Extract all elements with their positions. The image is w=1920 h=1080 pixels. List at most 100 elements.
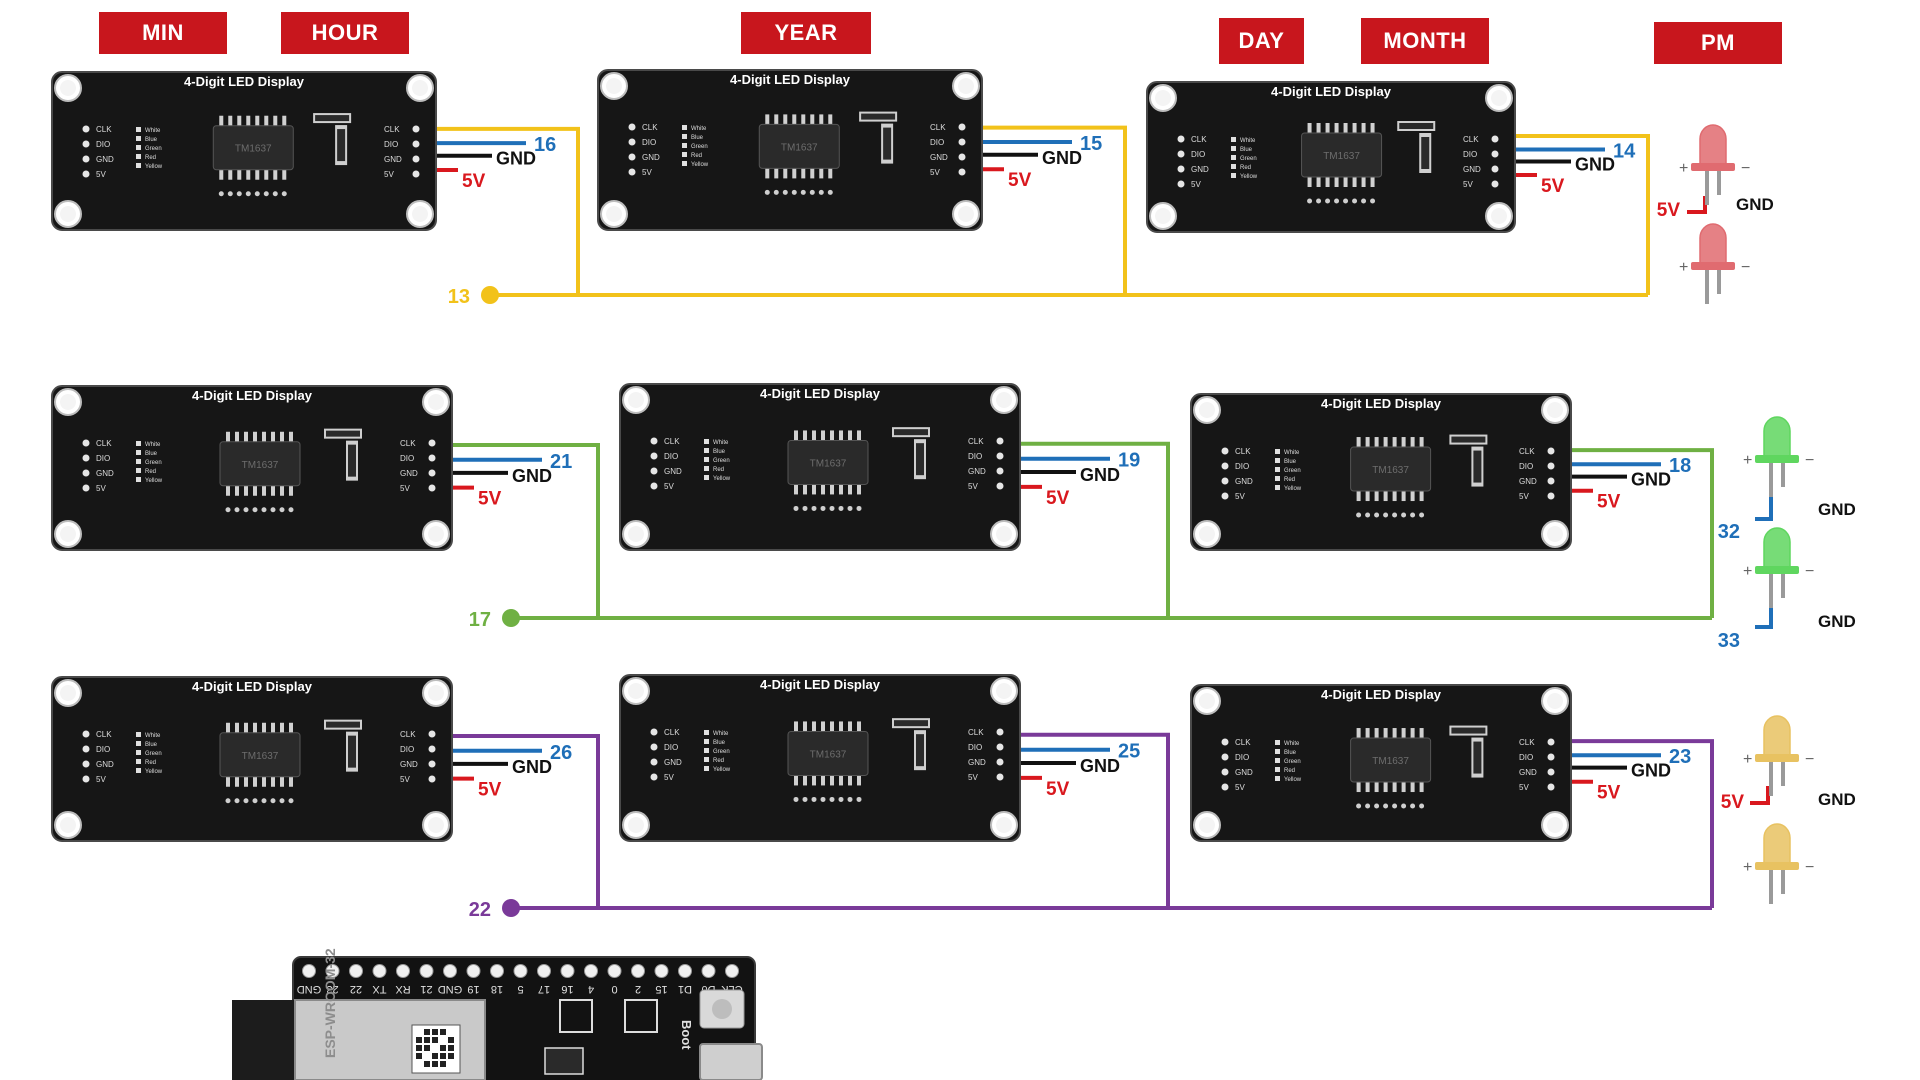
via bbox=[1410, 803, 1416, 809]
via bbox=[847, 505, 853, 511]
via bbox=[1352, 198, 1358, 204]
pin-label: DIO bbox=[1519, 462, 1533, 471]
pin-label: CLK bbox=[96, 439, 112, 448]
via bbox=[1370, 198, 1376, 204]
chip-pin bbox=[253, 485, 257, 496]
via bbox=[800, 189, 806, 195]
chip-pin bbox=[812, 430, 816, 441]
chip-pin bbox=[1307, 177, 1312, 187]
header-pin-label: 15 bbox=[655, 983, 667, 995]
led-body bbox=[1699, 124, 1727, 166]
wire-color-label: Red bbox=[145, 760, 156, 766]
chip-pin bbox=[289, 431, 293, 442]
wire-color-label: Yellow bbox=[1284, 777, 1302, 783]
driver-chip bbox=[219, 441, 301, 487]
pin-pad bbox=[82, 155, 90, 163]
green-led-2: +− bbox=[1743, 527, 1814, 608]
wire-color-label: White bbox=[1284, 741, 1300, 747]
chip-pin bbox=[289, 722, 293, 733]
pin-label: GND bbox=[400, 760, 418, 769]
pin-label: DIO bbox=[1519, 753, 1533, 762]
chip-pin bbox=[812, 721, 816, 732]
wire-color-swatch bbox=[1275, 458, 1280, 463]
pin-label: GND bbox=[930, 153, 948, 162]
wire-color-label: White bbox=[145, 442, 161, 448]
header-pin bbox=[419, 964, 434, 978]
wire-color-label: Blue bbox=[145, 451, 158, 457]
chip-pin bbox=[1419, 728, 1424, 739]
dio-pin-number: 15 bbox=[1080, 133, 1102, 155]
chip-pin bbox=[271, 722, 275, 733]
chip-pin bbox=[765, 114, 770, 125]
led-minus-sign: − bbox=[1741, 160, 1750, 177]
chip-pin bbox=[1419, 782, 1424, 793]
v5-label: 5V bbox=[478, 489, 502, 510]
via bbox=[225, 798, 231, 804]
wire-color-label: Blue bbox=[1284, 459, 1297, 465]
driver-chip bbox=[787, 439, 869, 485]
chip-pin bbox=[839, 484, 843, 495]
gnd-label: GND bbox=[1042, 148, 1082, 168]
chip-pin bbox=[244, 431, 248, 442]
pin-label: 5V bbox=[96, 170, 106, 179]
pin-pad bbox=[1221, 753, 1229, 761]
wire-color-label: Green bbox=[1284, 759, 1301, 765]
header-pin-label: 16 bbox=[561, 983, 573, 995]
pin-label: CLK bbox=[1463, 135, 1479, 144]
led-leg bbox=[1781, 762, 1785, 786]
chip-label: TM1637 bbox=[242, 751, 279, 762]
pin-pad bbox=[1547, 783, 1555, 791]
wire-color-swatch bbox=[1275, 449, 1280, 454]
pm-led-red-1: +− bbox=[1679, 124, 1750, 205]
chip-pin bbox=[803, 775, 807, 786]
via bbox=[802, 505, 808, 511]
chip-pin bbox=[1365, 728, 1370, 739]
wire-color-label: Yellow bbox=[713, 476, 731, 482]
chip-pin bbox=[253, 722, 257, 733]
v5-label: 5V bbox=[1597, 492, 1621, 513]
pin-label: 5V bbox=[930, 168, 940, 177]
chip-pin bbox=[255, 115, 260, 126]
wire-color-swatch bbox=[136, 750, 141, 755]
led-pin-number: 32 bbox=[1718, 521, 1740, 543]
wire-color-label: Yellow bbox=[145, 769, 163, 775]
pin-label: GND bbox=[96, 469, 114, 478]
chip-pin bbox=[280, 485, 284, 496]
dio-wire bbox=[1755, 497, 1773, 521]
chip-pin bbox=[821, 484, 825, 495]
header-pin-label: 4 bbox=[588, 983, 594, 995]
wire-color-swatch bbox=[136, 127, 141, 132]
chip-pin bbox=[226, 485, 230, 496]
via bbox=[820, 796, 826, 802]
header-pin bbox=[654, 964, 669, 978]
clk-pin-number: 17 bbox=[469, 609, 491, 631]
wire-color-swatch bbox=[704, 466, 709, 471]
pin-pad bbox=[628, 153, 636, 161]
pin-pad bbox=[428, 439, 436, 447]
chip-pin bbox=[1365, 491, 1370, 502]
via bbox=[791, 189, 797, 195]
chip-pin bbox=[280, 722, 284, 733]
led-rim bbox=[1755, 566, 1799, 574]
chip-pin bbox=[1370, 123, 1375, 133]
chip-pin bbox=[848, 721, 852, 732]
chip-pin bbox=[1374, 728, 1379, 739]
pin-label: 5V bbox=[400, 484, 410, 493]
pin-pad bbox=[428, 469, 436, 477]
wire-color-label: Red bbox=[1284, 477, 1295, 483]
pin-pad bbox=[1547, 738, 1555, 746]
via bbox=[1401, 803, 1407, 809]
chip-pin bbox=[774, 114, 779, 125]
wire-color-label: Red bbox=[713, 758, 724, 764]
pin-label: CLK bbox=[968, 437, 984, 446]
via bbox=[227, 191, 233, 197]
pin-label: GND bbox=[642, 153, 660, 162]
led-plus-sign: + bbox=[1743, 751, 1752, 768]
led-minus-sign: − bbox=[1805, 859, 1814, 876]
wire-color-label: White bbox=[713, 731, 729, 737]
wire-color-swatch bbox=[1275, 767, 1280, 772]
wire-color-label: Green bbox=[145, 460, 162, 466]
chip-pin bbox=[1419, 491, 1424, 502]
pin-pad bbox=[650, 482, 658, 490]
pin-label: CLK bbox=[1519, 738, 1535, 747]
